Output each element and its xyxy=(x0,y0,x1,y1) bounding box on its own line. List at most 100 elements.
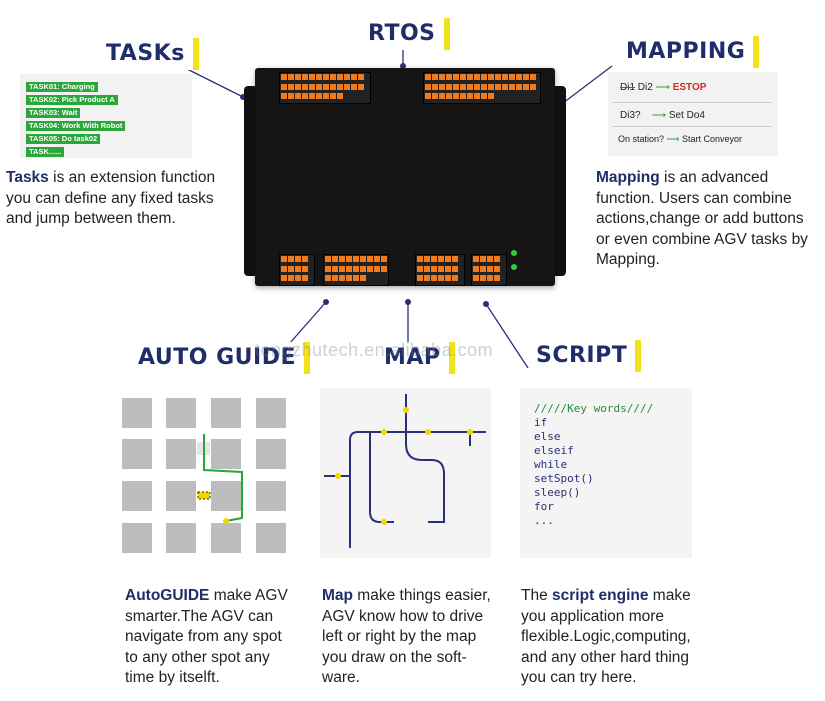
autoguide-description-line5: time by itselft. xyxy=(125,669,220,686)
obstacle-icon xyxy=(197,491,211,500)
script-description-bold: script engine xyxy=(552,587,649,604)
autoguide-description: AutoGUIDE make AGV smarter.The AGV can n… xyxy=(125,586,315,689)
map-description-bold: Map xyxy=(322,587,353,604)
mapping-description-line1: is an advanced xyxy=(659,169,769,186)
code-line: setSpot() xyxy=(534,472,594,485)
mapping-row-2: Di3? ⟶ Set Do4 xyxy=(620,110,705,121)
tasks-panel: TASK01: Charging TASK02: Pick Product A … xyxy=(20,74,192,158)
status-led-2 xyxy=(511,264,517,270)
tasks-connector xyxy=(180,65,244,98)
mapping-connector xyxy=(562,65,613,104)
arrow-right-icon: ⟶ xyxy=(655,82,670,93)
mapping-row1-input-b: Di2 xyxy=(637,82,653,93)
mapping-description-bold: Mapping xyxy=(596,169,660,186)
autoguide-description-bold: AutoGUIDE xyxy=(125,587,210,604)
mapping-description-line2: function. Users can combine xyxy=(596,189,792,207)
arrow-right-icon: ⟶ xyxy=(666,134,680,144)
code-line: else xyxy=(534,430,561,443)
map-track xyxy=(405,432,445,523)
script-label: SCRIPT xyxy=(530,340,642,372)
grid-cell xyxy=(256,481,286,511)
map-description-line3: left or right by the map xyxy=(322,628,477,645)
rtos-label: RTOS xyxy=(362,18,450,50)
mapping-description: Mapping is an advanced function. Users c… xyxy=(596,168,824,271)
autoguide-path xyxy=(197,434,243,524)
script-description-line3: flexible.Logic,computing, xyxy=(521,628,691,645)
autoguide-grid xyxy=(118,392,293,558)
grid-cell xyxy=(166,481,196,511)
terminal-block-bottom-2 xyxy=(323,254,389,286)
terminal-block-top-left xyxy=(279,72,371,104)
terminal-block-top-right xyxy=(423,72,541,104)
grid-cell xyxy=(122,439,152,469)
script-description-line4: and any other hard thing xyxy=(521,648,690,666)
grid-cell xyxy=(211,481,241,511)
map-description-line2: AGV know how to drive xyxy=(322,607,484,625)
mapping-row3-input: On station? xyxy=(618,134,665,144)
map-node xyxy=(425,429,431,435)
autoguide-description-line3: navigate from any spot xyxy=(125,628,282,645)
map-track xyxy=(349,431,486,441)
script-description-line2: you application more xyxy=(521,607,665,625)
grid-cell xyxy=(211,523,241,553)
grid-cell xyxy=(166,439,196,469)
autoguide-description-line1: make AGV xyxy=(209,587,288,604)
grid-cell xyxy=(256,398,286,428)
rtos-controller xyxy=(255,68,555,286)
status-led-1 xyxy=(511,250,517,256)
mapping-row3-output: Start Conveyor xyxy=(681,134,742,144)
grid-cell xyxy=(256,439,286,469)
tasks-label: TASKs xyxy=(100,38,199,70)
rtos-connector-dot xyxy=(400,63,406,69)
code-line: for xyxy=(534,500,554,513)
map-description-line1: make things easier, xyxy=(353,587,491,604)
code-line: elseif xyxy=(534,444,574,457)
mapping-row-1: Di1 Di2 ⟶ ESTOP xyxy=(620,82,706,93)
map-node xyxy=(381,519,387,525)
map-description: Map make things easier, AGV know how to … xyxy=(322,586,512,689)
watermark: tongzhutech.en.alibaba.com xyxy=(255,340,494,360)
mapping-row1-input-a: Di1 xyxy=(620,82,636,93)
task-item: TASK02: Pick Product A xyxy=(26,95,118,105)
script-description-line5: you can try here. xyxy=(521,669,637,686)
terminal-block-bottom-4 xyxy=(471,254,507,286)
controller-left-bracket xyxy=(244,86,258,276)
code-line: while xyxy=(534,458,568,471)
map-description-line4: you draw on the soft- xyxy=(322,648,467,666)
code-line: /////Key words//// xyxy=(534,402,654,415)
mapping-description-line4: or even combine AGV tasks by xyxy=(596,230,808,248)
autoguide-label: AUTO GUIDE xyxy=(132,342,310,374)
agv-target-node xyxy=(223,518,229,524)
mapping-row-3: On station? ⟶ Start Conveyor xyxy=(618,134,742,145)
mapping-panel: Di1 Di2 ⟶ ESTOP Di3? ⟶ Set Do4 On statio… xyxy=(608,72,778,156)
map-track xyxy=(369,432,394,523)
tasks-description-line3: and jump between them. xyxy=(6,210,176,227)
script-connector-dot xyxy=(483,301,489,307)
grid-cell xyxy=(211,439,241,469)
map-node xyxy=(467,429,473,435)
terminal-block-bottom-3 xyxy=(415,254,465,286)
task-item: TASK04: Work With Robot xyxy=(26,121,126,131)
autoguide-connector-dot xyxy=(323,299,329,305)
map-node xyxy=(335,473,341,479)
grid-cell xyxy=(211,398,241,428)
script-panel: /////Key words//// if else elseif while … xyxy=(520,388,692,558)
map-description-line5: ware. xyxy=(322,669,360,686)
grid-cell xyxy=(166,523,196,553)
terminal-block-bottom-1 xyxy=(279,254,315,286)
map-node xyxy=(381,429,387,435)
tasks-description-line1: is an extension function xyxy=(48,169,216,186)
agv-route-line xyxy=(203,434,243,522)
grid-cell xyxy=(166,398,196,428)
script-description: The script engine make you application m… xyxy=(521,586,721,689)
grid-cell xyxy=(122,398,152,428)
map-connector-dot xyxy=(405,299,411,305)
controller-right-bracket xyxy=(552,86,566,276)
grid-cell xyxy=(256,523,286,553)
map-drawing xyxy=(324,394,486,548)
tasks-description-bold: Tasks xyxy=(6,169,49,186)
mapping-row2-output: Set Do4 xyxy=(668,110,705,121)
task-item: TASK01: Charging xyxy=(26,82,98,92)
code-line: sleep() xyxy=(534,486,581,499)
tasks-description-line2: you can define any fixed tasks xyxy=(6,189,214,207)
